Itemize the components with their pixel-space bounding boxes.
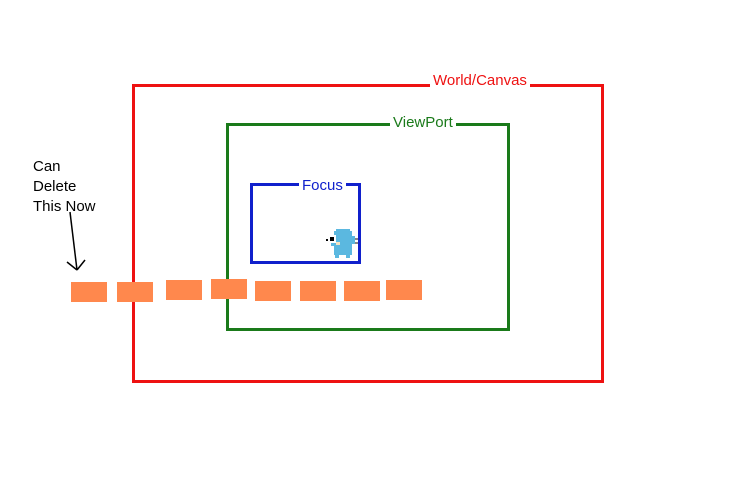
viewport-label: ViewPort [390, 115, 456, 131]
orange-tile [117, 282, 153, 302]
focus-label: Focus [299, 178, 346, 194]
orange-tile [255, 281, 291, 301]
orange-tile [344, 281, 380, 301]
pointer-arrow-icon [66, 211, 86, 271]
note-line-2: Delete [33, 178, 77, 195]
note-line-1: Can [33, 158, 61, 175]
orange-tile [71, 282, 107, 302]
gopher-icon [326, 229, 358, 258]
delete-note: Can Delete This Now [33, 157, 96, 217]
world-canvas-box [132, 84, 604, 383]
world-canvas-label: World/Canvas [430, 73, 530, 89]
orange-tile [386, 280, 422, 300]
note-line-3: This Now [33, 198, 96, 215]
orange-tile [211, 279, 247, 299]
orange-tile [300, 281, 336, 301]
orange-tile [166, 280, 202, 300]
viewport-box [226, 123, 510, 331]
